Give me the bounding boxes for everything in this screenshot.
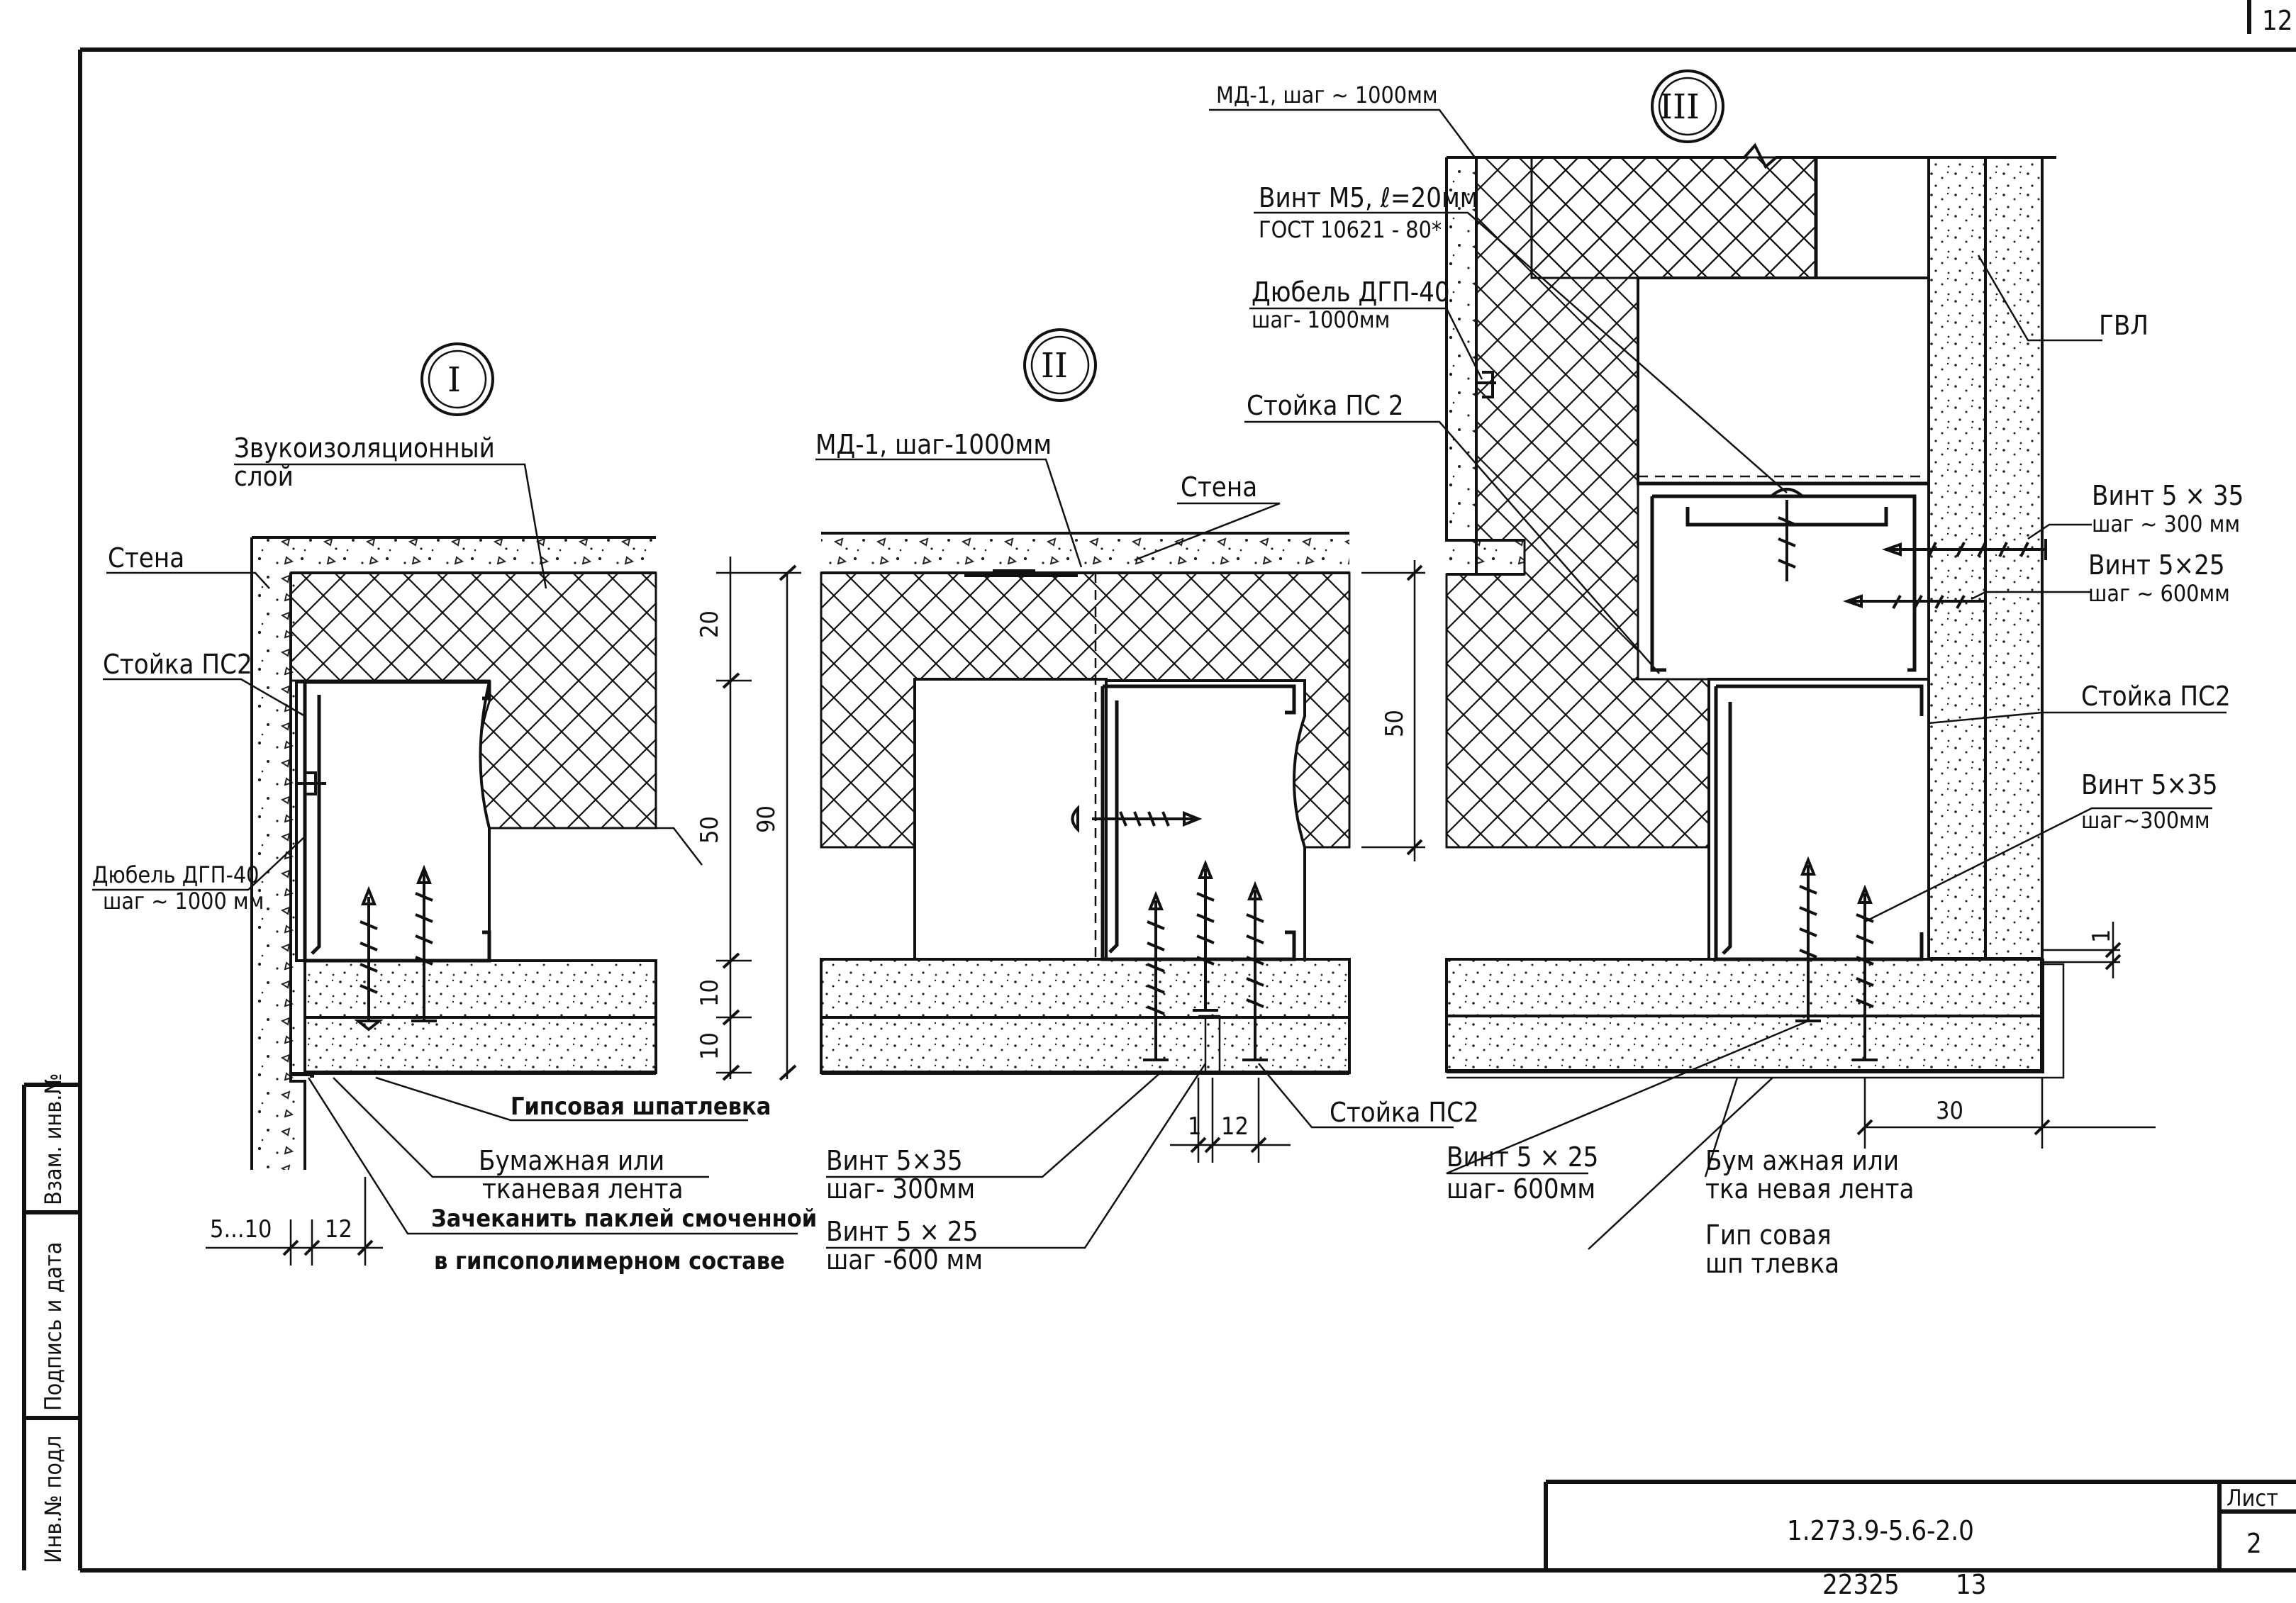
detail-III: III (1209, 69, 2244, 1279)
label-III-putty-1: Гип совая (1705, 1219, 1832, 1251)
label-I-putty: Гипсовая шпатлевка (511, 1093, 771, 1121)
label-I-dowel-1: Дюбель ДГП-40 (92, 861, 259, 888)
label-III-stud-right: Стойка ПС2 (2081, 681, 2231, 712)
corner-mark: 12 (2262, 5, 2293, 36)
dim-II-12: 12 (1221, 1112, 1249, 1141)
label-III-putty-2: шп тлевка (1705, 1248, 1839, 1279)
label-II-stud: Стойка ПС2 (1330, 1097, 1479, 1128)
detail-I-marker (420, 342, 494, 416)
label-III-screw25b-1: Винт 5 × 25 (1447, 1141, 1598, 1173)
dim-II-50: 50 (1381, 710, 1409, 737)
label-I-caulk-2: в гипсополимерном составе (434, 1247, 785, 1275)
label-I-tape-1: Бумажная или (479, 1145, 664, 1176)
detail-I-dims: 20 50 90 10 10 (656, 557, 801, 1081)
label-III-screw-m5-1: Винт М5, ℓ=20мм (1259, 182, 1478, 213)
dim-I-50: 50 (696, 816, 724, 844)
label-III-screw25b-2: шаг- 600мм (1447, 1173, 1595, 1205)
label-III-stud-left: Стойка ПС 2 (1247, 390, 1404, 421)
detail-II-marker (1023, 328, 1097, 402)
sheet-frame (78, 0, 2296, 1573)
detail-III-screws (1795, 856, 1878, 1061)
sheet-number: 2 (2246, 1528, 2262, 1559)
label-II-screw35-1: Винт 5×35 (826, 1145, 963, 1176)
label-III-screw35a-2: шаг ~ 300 мм (2092, 510, 2240, 537)
detail-I-screws (354, 864, 437, 1032)
label-I-stud: Стойка ПС2 (103, 649, 252, 680)
detail-I-roman: I (447, 360, 461, 400)
doc-code: 1.273.9-5.6-2.0 (1787, 1515, 1974, 1546)
label-III-tape-1: Бум ажная или (1705, 1145, 1899, 1176)
detail-II-screws (1143, 859, 1268, 1061)
label-I-sound-layer-2: слой (234, 461, 294, 492)
label-III-screw25a-1: Винт 5×25 (2088, 549, 2225, 581)
detail-I: I (92, 342, 817, 1275)
dim-I-12: 12 (325, 1215, 352, 1244)
label-III-dowel-2: шаг- 1000мм (1252, 306, 1390, 333)
bottom-number-right: 13 (1956, 1569, 1987, 1600)
label-II-wall: Стена (1181, 471, 1257, 503)
label-III-screw-m5-2: ГОСТ 10621 - 80* (1259, 216, 1442, 243)
dim-III-1: 1 (2088, 929, 2116, 943)
dim-I-10a: 10 (696, 979, 724, 1007)
inv-podl-label: Инв.№ подл (40, 1436, 67, 1563)
label-II-screw25-1: Винт 5 × 25 (826, 1216, 978, 1247)
label-III-screw25a-2: шаг ~ 600мм (2088, 580, 2230, 607)
detail-III-roman: III (1659, 87, 1700, 127)
dim-II-1: 1 (1188, 1112, 1201, 1141)
label-III-dowel-1: Дюбель ДГП-40 (1252, 277, 1450, 308)
label-III-screw35b-1: Винт 5×35 (2081, 769, 2218, 800)
label-I-caulk-1: Зачеканить паклей смоченной (431, 1205, 817, 1233)
label-II-screw25-2: шаг -600 мм (826, 1244, 983, 1275)
label-II-screw35-2: шаг- 300мм (826, 1173, 975, 1205)
label-I-dowel-2: шаг ~ 1000 мм (103, 888, 264, 915)
dim-I-10b: 10 (696, 1032, 724, 1060)
label-III-tape-2: тка невая лента (1705, 1173, 1914, 1205)
label-III-md1: МД-1, шаг ~ 1000мм (1216, 82, 1438, 108)
dim-I-20: 20 (696, 610, 724, 638)
detail-II: II 50 (815, 328, 1479, 1275)
dim-III-30: 30 (1936, 1097, 1963, 1125)
label-III-gvl: ГВЛ (2099, 310, 2149, 341)
label-III-screw35a-1: Винт 5 × 35 (2092, 480, 2244, 511)
vzam-inv-label: Взам. инв.№ (40, 1073, 67, 1205)
label-I-wall: Стена (108, 542, 184, 574)
label-III-screw35b-2: шаг~300мм (2081, 807, 2210, 834)
title-block: 1.273.9-5.6-2.0 Лист 2 (1544, 1480, 2296, 1570)
bottom-number-left: 22325 (1822, 1569, 1900, 1600)
side-stamp: Инв.№ подл Подпись и дата Взам. инв.№ (22, 1073, 80, 1570)
detail-III-marker (1651, 69, 1724, 143)
dim-I-90: 90 (752, 805, 781, 833)
sheet-label: Лист (2227, 1485, 2278, 1512)
label-I-sound-layer-1: Звукоизоляционный (234, 432, 495, 464)
label-I-tape-2: тканевая лента (482, 1173, 684, 1205)
sign-date-label: Подпись и дата (40, 1242, 67, 1411)
detail-II-roman: II (1041, 346, 1068, 386)
dim-I-gap: 5...10 (210, 1215, 272, 1244)
label-II-md1: МД-1, шаг-1000мм (815, 429, 1052, 460)
